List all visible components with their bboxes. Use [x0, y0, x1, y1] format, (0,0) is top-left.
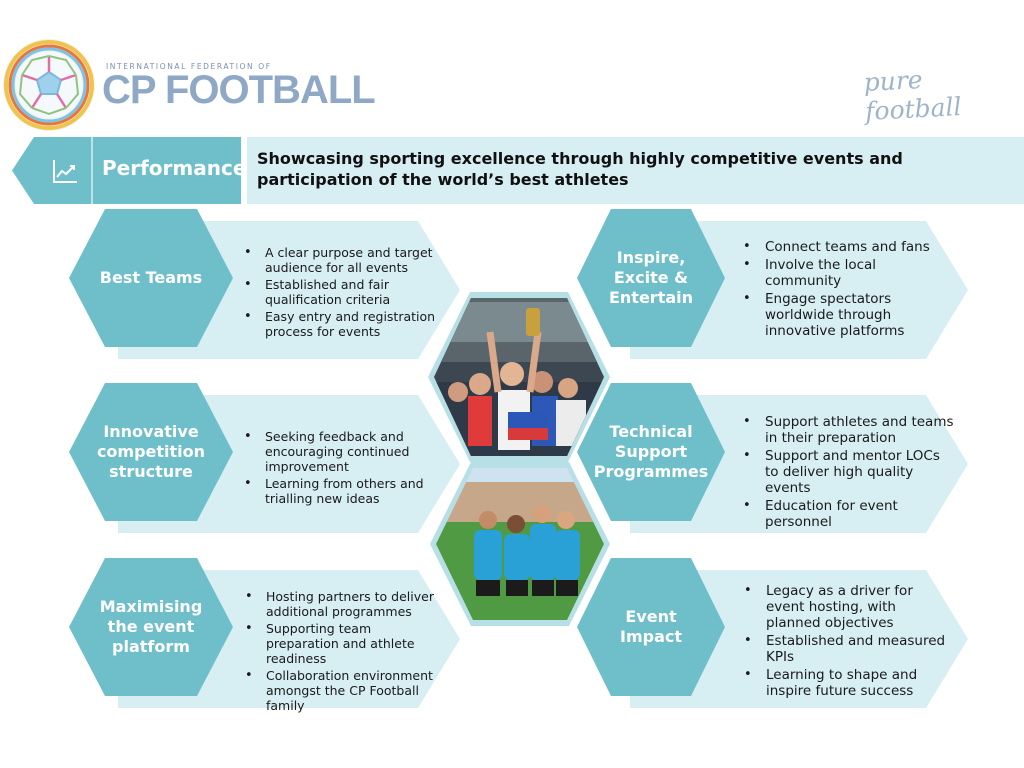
card-bullets: Connect teams and fans Involve the local… — [739, 239, 939, 341]
list-item: Learning to shape and inspire future suc… — [740, 667, 950, 699]
card-hexagon — [577, 209, 725, 347]
list-item: Learning from others and trialling new i… — [240, 476, 440, 506]
org-subtitle: INTERNATIONAL FEDERATION OF — [106, 62, 272, 71]
list-item: Established and measured KPIs — [740, 633, 950, 665]
card-hexagon — [69, 383, 233, 521]
list-item: Legacy as a driver for event hosting, wi… — [740, 583, 950, 631]
list-item: Easy entry and registration process for … — [240, 309, 440, 339]
card-hexagon — [69, 209, 233, 347]
list-item: Involve the local community — [739, 257, 939, 289]
card-bullets: Hosting partners to deliver additional p… — [241, 589, 446, 715]
list-item: Support athletes and teams in their prep… — [739, 414, 954, 446]
tagline: pure football — [862, 64, 963, 126]
list-item: Collaboration environment amongst the CP… — [241, 668, 446, 713]
headline-panel — [247, 137, 1024, 204]
card-hexagon — [577, 383, 725, 521]
card-bullets: Seeking feedback and encouraging continu… — [240, 429, 440, 508]
card-bullets: A clear purpose and target audience for … — [240, 245, 440, 341]
card-title-innovative-competition: Innovative competition structure — [96, 422, 206, 481]
list-item: Engage spectators worldwide through inno… — [739, 291, 939, 339]
card-hexagon — [69, 558, 233, 696]
card-title-inspire-excite-entertain: Inspire, Excite & Entertain — [608, 248, 694, 307]
players-medals-photo — [430, 462, 610, 626]
team-celebration-photo — [428, 292, 610, 462]
list-item: Supporting team preparation and athlete … — [241, 621, 446, 666]
section-banner-shape — [12, 137, 241, 204]
list-item: Connect teams and fans — [739, 239, 939, 255]
card-bullets: Legacy as a driver for event hosting, wi… — [740, 583, 950, 701]
card-hexagon — [577, 558, 725, 696]
chart-trend-icon — [53, 160, 77, 183]
list-item: Hosting partners to deliver additional p… — [241, 589, 446, 619]
card-title-best-teams: Best Teams — [99, 268, 203, 287]
list-item: A clear purpose and target audience for … — [240, 245, 440, 275]
card-title-maximising-event-platform: Maximising the event platform — [99, 597, 203, 656]
org-name: CP FOOTBALL — [102, 68, 376, 112]
cp-football-logo-ball-icon — [3, 39, 95, 131]
card-bullets: Support athletes and teams in their prep… — [739, 414, 954, 532]
list-item: Education for event personnel — [739, 498, 954, 530]
list-item: Established and fair qualification crite… — [240, 277, 440, 307]
section-title: Performance — [102, 156, 247, 180]
card-title-event-impact: Event Impact — [619, 607, 682, 646]
list-item: Seeking feedback and encouraging continu… — [240, 429, 440, 474]
section-headline: Showcasing sporting excellence through h… — [257, 149, 903, 189]
card-title-technical-support: Technical Support Programmes — [593, 422, 709, 481]
list-item: Support and mentor LOCs to deliver high … — [739, 448, 954, 496]
